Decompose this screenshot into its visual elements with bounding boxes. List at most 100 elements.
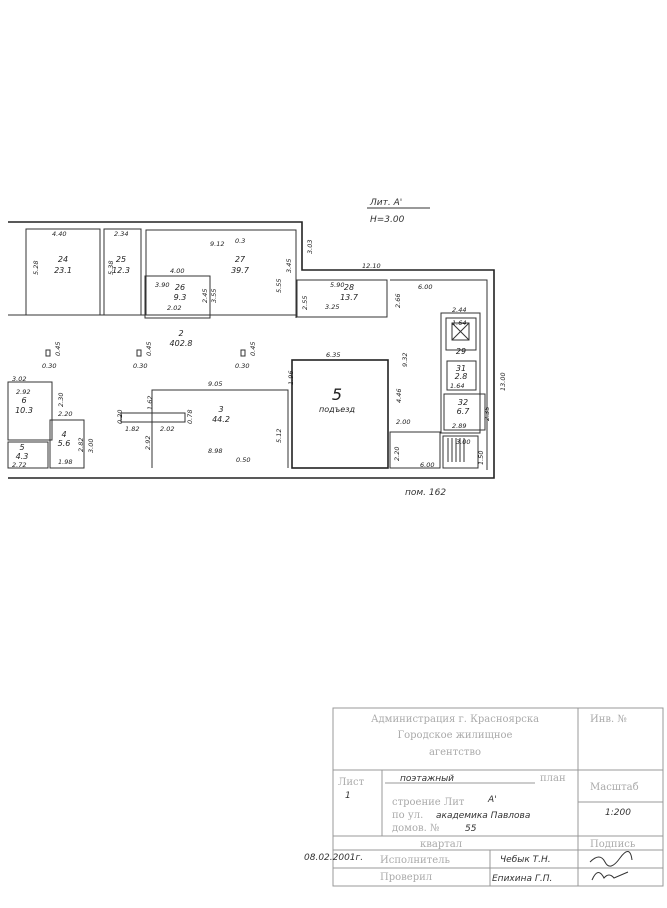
- dimension-label: 2.45: [201, 289, 209, 303]
- dimension-label: 5.90: [330, 281, 344, 289]
- title-block: Администрация г. Красноярска Городское ж…: [304, 707, 664, 887]
- dimension-label: 5.38: [107, 261, 115, 275]
- plan-text: А': [487, 795, 497, 805]
- dimension-label: 4.00: [170, 267, 184, 275]
- dimension-label: 6.00: [418, 283, 432, 291]
- dimension-label: 1.96: [287, 371, 295, 385]
- room-3: [151, 389, 289, 468]
- dimension-label: 5.55: [275, 279, 283, 293]
- room-26: [144, 275, 211, 319]
- dimension-label: 2.55: [301, 296, 309, 310]
- plan-text: 6: [21, 396, 26, 405]
- outer-wall: [8, 221, 495, 479]
- dimension-label: 4.46: [395, 389, 403, 403]
- liter-label: Лит. А': [369, 198, 402, 208]
- dimension-label: 9.05: [208, 380, 222, 388]
- dimension-label: 0.30: [42, 362, 56, 370]
- plan-text: Масштаб: [590, 782, 639, 793]
- plan-text: Инв. №: [590, 714, 627, 725]
- dimension-label: 2.44: [452, 306, 466, 314]
- plan-text: домов. №: [392, 823, 439, 834]
- dimension-label: 1.64: [452, 319, 466, 327]
- dimension-label: 1.62: [146, 396, 154, 410]
- dimension-label: 2.92: [16, 388, 30, 396]
- plan-text: 5: [19, 443, 24, 452]
- dimension-label: 2.00: [396, 418, 410, 426]
- dimension-labels: 4.40 5.28 2.34 5.38 9.12 0.3 4.00 3.90 2…: [12, 230, 507, 469]
- plan-text: 24: [58, 255, 68, 264]
- partition: [120, 412, 186, 423]
- dimension-label: 2.34: [114, 230, 128, 238]
- dimension-label: 0.50: [236, 456, 250, 464]
- plan-text: 1: [345, 791, 351, 801]
- dimension-label: 9.32: [401, 353, 409, 367]
- dimension-label: 0.45: [54, 342, 62, 356]
- plan-text: 4.3: [16, 452, 29, 461]
- dimension-label: 8.98: [208, 447, 222, 455]
- dimension-label: 2.92: [144, 436, 152, 450]
- dimension-label: 0.30: [133, 362, 147, 370]
- room-28: [296, 279, 388, 318]
- plan-text: Епихина Г.П.: [492, 874, 552, 884]
- dimension-label: 5.28: [32, 261, 40, 275]
- plan-text: Чебык Т.Н.: [500, 855, 551, 865]
- plan-text: 5: [332, 385, 342, 404]
- column: [45, 349, 51, 357]
- plan-text: 4: [61, 430, 66, 439]
- dimension-label: 0.3: [235, 237, 245, 245]
- lift-icon: [451, 322, 470, 341]
- dimension-label: 3.02: [12, 375, 26, 383]
- plan-text: 29: [456, 347, 466, 356]
- dimension-label: 3.55: [210, 289, 218, 303]
- dimension-label: 2.30: [57, 393, 65, 407]
- plan-text: академика Павлова: [436, 811, 530, 821]
- dimension-label: 4.40: [52, 230, 66, 238]
- dimension-label: 1.64: [450, 382, 464, 390]
- dimension-label: 12.10: [362, 262, 381, 270]
- plan-text: 23.1: [54, 266, 72, 275]
- plan-text: 31: [456, 364, 466, 373]
- dimension-label: 2.20: [58, 410, 72, 418]
- premises-note: пом. 162: [405, 488, 446, 498]
- plan-text: 39.7: [231, 266, 250, 275]
- plan-text: Городское жилищное: [398, 730, 513, 741]
- plan-text: 25: [116, 255, 126, 264]
- room-32: [443, 393, 486, 431]
- dimension-label: 0.78: [186, 410, 194, 424]
- dimension-label: 6.35: [326, 351, 340, 359]
- plan-text: 2.8: [455, 372, 468, 381]
- dimension-label: 0.45: [249, 342, 257, 356]
- dimension-label: 2.20: [393, 447, 401, 461]
- plan-text: квартал: [420, 839, 462, 850]
- plan-text: Проверил: [380, 872, 432, 883]
- dimension-label: 0.30: [235, 362, 249, 370]
- dimension-label: 2.02: [167, 304, 181, 312]
- dimension-label: 2.89: [452, 422, 466, 430]
- plan-text: 2: [178, 329, 183, 338]
- dimension-label: 13.00: [499, 372, 507, 391]
- plan-text: 13.7: [340, 293, 359, 302]
- plan-text: 27: [235, 255, 246, 264]
- plan-text: 08.02.2001г.: [304, 853, 363, 863]
- shaft-block: [440, 312, 481, 434]
- height-label: H=3.00: [370, 215, 405, 225]
- stair-hall: [390, 279, 488, 470]
- dimension-label: 3.45: [285, 259, 293, 273]
- dimension-label: 0.45: [145, 342, 153, 356]
- plan-text: Исполнитель: [380, 855, 450, 866]
- dimension-label: 5.12: [275, 429, 283, 443]
- dimension-label: 1.98: [58, 458, 72, 466]
- plan-text: агентство: [429, 747, 481, 758]
- dimension-label: 2.02: [160, 425, 174, 433]
- plan-text: 1:200: [605, 808, 631, 818]
- dimension-label: 2.82: [77, 438, 85, 452]
- room-4: [49, 419, 85, 469]
- dimension-label: 3.00: [456, 438, 470, 446]
- plan-text: 44.2: [212, 415, 230, 424]
- plan-text: подъезд: [319, 405, 355, 414]
- dimension-label: 2.35: [483, 407, 491, 421]
- plan-text: Лист: [338, 777, 365, 788]
- dimension-label: 1.50: [477, 451, 485, 465]
